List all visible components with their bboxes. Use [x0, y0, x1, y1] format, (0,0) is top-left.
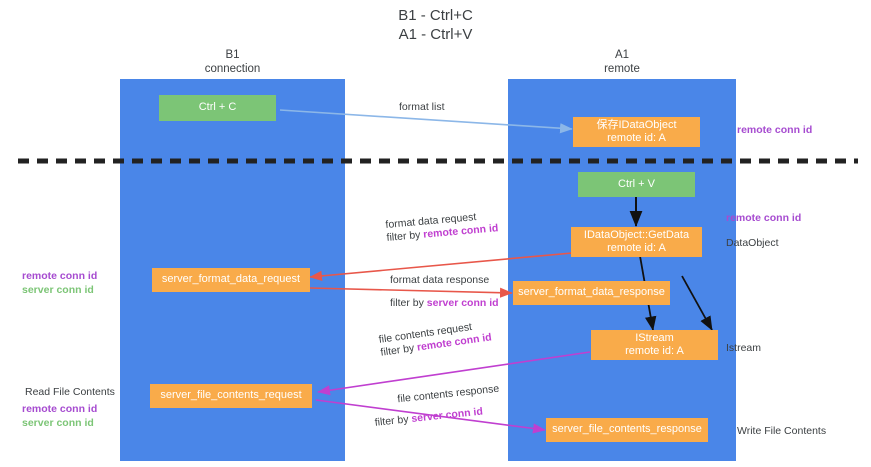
annotation-left-remote-conn-id-bottom: remote conn id — [22, 403, 98, 415]
edge-label-format-list-line1: format list — [399, 101, 445, 113]
server-conn-id-highlight: server conn id — [426, 297, 499, 309]
node-save-idataobject-line1: 保存IDataObject — [596, 118, 677, 131]
node-save-idataobject[interactable]: 保存IDataObject remote id: A — [573, 117, 700, 147]
edge-label-format-data-response: format data response filter by server co… — [390, 274, 499, 310]
filter-by-prefix: filter by — [386, 228, 424, 244]
annotation-istream: Istream — [726, 342, 762, 354]
node-server-file-contents-response[interactable]: server_file_contents_response — [546, 418, 708, 442]
node-idataobject-getdata[interactable]: IDataObject::GetData remote id: A — [571, 227, 702, 257]
node-save-idataobject-line2: remote id: A — [607, 132, 666, 144]
column-header-b1: B1 connection — [120, 48, 345, 76]
node-ctrl-v[interactable]: Ctrl + V — [578, 172, 695, 197]
column-header-b1-name: B1 — [225, 49, 240, 61]
node-ctrl-v-label: Ctrl + V — [618, 177, 655, 190]
edge-label-file-contents-response: file contents response filter by server … — [372, 383, 502, 430]
column-header-a1-sub: remote — [604, 63, 640, 75]
edge-label-file-contents-response-line1: file contents response — [396, 382, 500, 406]
edge-label-format-data-response-line2: filter by server conn id — [390, 297, 499, 310]
edge-label-format-list: format list — [399, 101, 445, 114]
server-conn-id-highlight: server conn id — [410, 405, 484, 425]
column-header-a1: A1 remote — [508, 48, 736, 76]
node-ctrl-c-label: Ctrl + C — [198, 101, 237, 114]
node-server-file-contents-request[interactable]: server_file_contents_request — [150, 384, 312, 408]
annotation-remote-conn-id-mid: remote conn id — [726, 212, 802, 224]
annotation-left-remote-conn-id-top: remote conn id — [22, 270, 98, 282]
edge-label-file-contents-request: file contents request filter by remote c… — [378, 318, 493, 359]
node-server-file-contents-request-label: server_file_contents_request — [160, 389, 302, 402]
annotation-left-server-conn-id-top: server conn id — [22, 284, 94, 296]
node-getdata-line1: IDataObject::GetData — [583, 228, 690, 241]
filter-by-prefix: filter by — [374, 413, 413, 429]
node-istream[interactable]: IStream remote id: A — [591, 330, 718, 360]
title-line-1: B1 - Ctrl+C — [398, 7, 473, 24]
column-header-b1-sub: connection — [204, 63, 261, 75]
annotation-read-file-contents: Read File Contents — [25, 386, 115, 398]
annotation-write-file-contents: Write File Contents — [737, 425, 827, 437]
title-line-2: A1 - Ctrl+V — [398, 26, 473, 43]
filter-by-prefix: filter by — [390, 297, 427, 309]
column-header-a1-name: A1 — [614, 49, 630, 61]
node-istream-line1: IStream — [635, 331, 674, 344]
edge-label-format-data-response-line1: format data response — [390, 274, 490, 286]
annotation-dataobject: DataObject — [726, 237, 779, 249]
node-server-file-contents-response-label: server_file_contents_response — [552, 423, 702, 436]
node-getdata-line2: remote id: A — [607, 242, 666, 254]
annotation-remote-conn-id-top: remote conn id — [737, 124, 813, 136]
node-server-format-data-response-label: server_format_data_response — [518, 286, 665, 299]
annotation-left-server-conn-id-bottom: server conn id — [22, 417, 94, 429]
node-istream-line2: remote id: A — [625, 345, 684, 357]
node-server-format-data-request-label: server_format_data_request — [161, 273, 301, 286]
node-ctrl-c[interactable]: Ctrl + C — [159, 95, 276, 121]
page-title: B1 - Ctrl+C A1 - Ctrl+V — [0, 6, 871, 44]
node-server-format-data-response[interactable]: server_format_data_response — [513, 281, 670, 305]
node-server-format-data-request[interactable]: server_format_data_request — [152, 268, 310, 292]
edge-label-file-contents-response-line2: filter by server conn id — [374, 404, 502, 430]
edge-label-format-data-request: format data request filter by remote con… — [385, 209, 499, 245]
